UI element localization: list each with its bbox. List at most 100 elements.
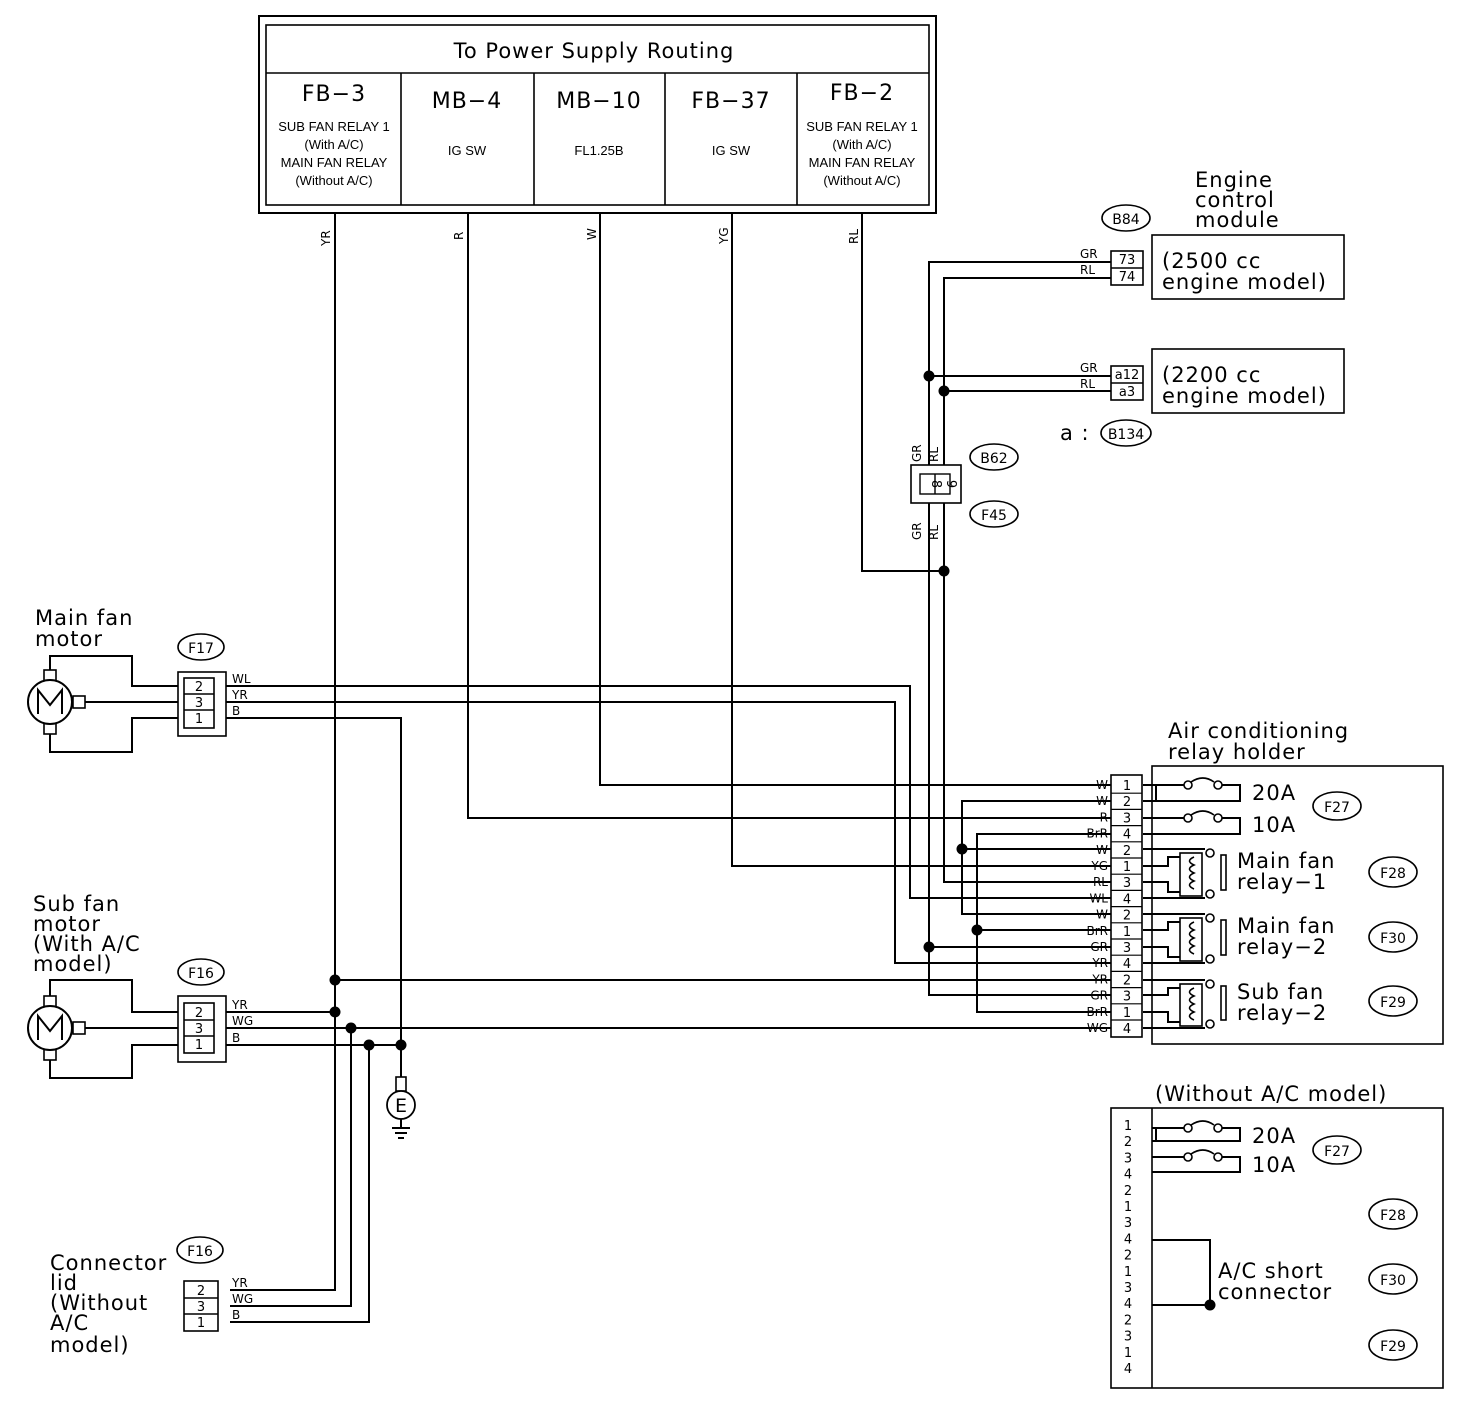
relay-holder-wire: YR — [1091, 972, 1108, 986]
ecm-2200-label: engine model) — [1162, 384, 1327, 408]
wire-label-rl: RL — [847, 229, 861, 244]
fb3-code: FB−3 — [302, 82, 366, 107]
wire-label-yg: YG — [717, 227, 731, 245]
ecm-pin: 73 — [1119, 253, 1136, 268]
mb10-desc: FL1.25B — [574, 143, 623, 158]
relay-label: relay−2 — [1237, 1001, 1327, 1025]
main-fan-label: Main fan — [35, 606, 133, 630]
mb10-code: MB−10 — [556, 89, 642, 114]
junction-dots — [329, 370, 983, 1051]
relay-symbol — [1143, 979, 1227, 1029]
ecm-wire-rl: RL — [1080, 377, 1095, 391]
relay-holder-wire: YG — [1090, 859, 1108, 873]
relay-holder-pin: 3 — [1123, 941, 1131, 956]
relay-holder-wire: W — [1096, 908, 1108, 922]
relay-symbol — [1143, 848, 1227, 899]
connector-lid: Connector lid (Without A/C model) F16 2 … — [50, 1236, 253, 1357]
relay-holder-wire: W — [1096, 778, 1108, 792]
fb2-code: FB−2 — [830, 81, 894, 106]
relay-holder-pin: 4 — [1123, 828, 1131, 843]
relay-holder-wire: R — [1100, 810, 1108, 824]
without-ac-pin: 4 — [1124, 1232, 1132, 1247]
without-ac-pin: 4 — [1124, 1297, 1132, 1312]
fb2-desc: (With A/C) — [832, 137, 891, 152]
sub-fan-label: Sub fan — [33, 892, 120, 916]
without-ac-pin: 1 — [1124, 1200, 1132, 1215]
relay-symbol — [1143, 913, 1227, 964]
relay-holder-pin: 4 — [1123, 1022, 1131, 1037]
f45-wire-rl: RL — [927, 525, 941, 540]
ecm-title: module — [1195, 208, 1280, 232]
sub-fan-wire: WG — [232, 1014, 253, 1028]
fb3-desc: MAIN FAN RELAY — [281, 155, 388, 170]
relay-holder-pin: 4 — [1123, 957, 1131, 972]
connector-lid-label: (Without — [50, 1291, 148, 1315]
ac-short-connector-label: connector — [1218, 1280, 1332, 1304]
power-supply-box: To Power Supply Routing FB−3 SUB FAN REL… — [258, 15, 937, 214]
ecm-pin: 74 — [1119, 270, 1136, 285]
sub-fan-label: model) — [33, 952, 113, 976]
main-fan-connector-f17: F17 — [188, 641, 214, 657]
without-ac-pin: 3 — [1124, 1281, 1132, 1296]
relay-holder-title: relay holder — [1168, 740, 1306, 764]
connector-lid-label: lid — [50, 1271, 78, 1295]
wo-connector-f29: F29 — [1380, 1339, 1406, 1355]
relay-connector-f28: F28 — [1380, 866, 1406, 882]
b62-pin: 8 — [928, 480, 943, 488]
relay-label: relay−2 — [1237, 935, 1327, 959]
engine-control-module: Engine control module B84 73 74 (2500 cc… — [1060, 168, 1345, 447]
sub-fan-wire: B — [232, 1031, 240, 1045]
fb3-desc: (With A/C) — [304, 137, 363, 152]
relay-holder-pin-column: 1W2W3R4BrR2W1YG3RL4WL2W1BrR3GR4YR2YR3GR1… — [1086, 778, 1142, 1037]
wire-label-w: W — [585, 228, 599, 240]
fb3-desc: SUB FAN RELAY 1 — [278, 119, 390, 134]
without-ac-pin: 4 — [1124, 1362, 1132, 1377]
relay-holder-pin: 2 — [1123, 844, 1131, 859]
ecm-connector-b84: B84 — [1112, 212, 1140, 228]
ecm-wire-gr: GR — [1080, 247, 1098, 261]
fb2-desc: MAIN FAN RELAY — [809, 155, 916, 170]
sub-fan-motor: Sub fan motor (With A/C model) F16 2 3 1… — [27, 892, 253, 1079]
fuse-10a-label: 10A — [1252, 813, 1296, 837]
relay-holder-pin: 3 — [1123, 811, 1131, 826]
without-ac-pin: 4 — [1124, 1168, 1132, 1183]
fb37-desc: IG SW — [712, 143, 751, 158]
relay-holder-wire: GR — [1090, 989, 1108, 1003]
wire-label-r: R — [452, 232, 466, 240]
relays — [1143, 848, 1227, 1029]
relay-holder-pin: 1 — [1123, 1006, 1131, 1021]
main-fan-label: motor — [35, 627, 103, 651]
main-fan-wire: WL — [232, 672, 251, 686]
connector-lid-wire: WG — [232, 1292, 253, 1306]
connector-lid-label: Connector — [50, 1251, 167, 1275]
sub-fan-pin: 1 — [195, 1038, 203, 1053]
sub-fan-wire: YR — [231, 998, 248, 1012]
intermediate-connector: GR RL 8 9 GR RL B62 F45 — [910, 443, 1019, 540]
relay-holder-pin: 1 — [1123, 925, 1131, 940]
connector-lid-wire: B — [232, 1308, 240, 1322]
without-ac-pin: 1 — [1124, 1346, 1132, 1361]
relay-holder-pin: 3 — [1123, 876, 1131, 891]
wo-connector-f28: F28 — [1380, 1208, 1406, 1224]
f45-wire-gr: GR — [910, 522, 924, 540]
b62-wire-rl: RL — [927, 447, 941, 462]
sub-fan-connector-f16: F16 — [188, 966, 214, 982]
without-ac-pin: 1 — [1124, 1265, 1132, 1280]
ecm-title: Engine — [1195, 168, 1273, 192]
relay-holder-wire: W — [1096, 794, 1108, 808]
relay-holder-title: Air conditioning — [1168, 719, 1349, 743]
fb2-desc: SUB FAN RELAY 1 — [806, 119, 918, 134]
relay-holder-wire: YR — [1091, 956, 1108, 970]
ground-symbol: E — [386, 1076, 416, 1139]
connector-lid-wire: YR — [231, 1276, 248, 1290]
main-fan-motor: Main fan motor F17 2 3 1 WL YR B — [27, 606, 251, 753]
relay-holder-wire: GR — [1090, 940, 1108, 954]
ecm-wire-rl: RL — [1080, 263, 1095, 277]
mb4-desc: IG SW — [448, 143, 487, 158]
main-fan-wire: YR — [231, 688, 248, 702]
connector-b62: B62 — [980, 451, 1007, 467]
connector-lid-pin: 1 — [197, 1316, 205, 1331]
connector-lid-pin: 2 — [197, 1284, 205, 1299]
